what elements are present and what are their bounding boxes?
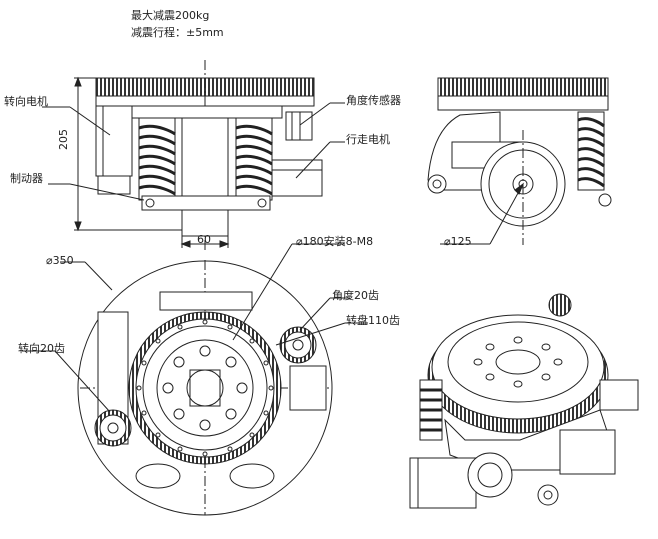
mounting-holes-m8 — [162, 345, 248, 431]
spring-left — [138, 117, 176, 201]
dim-width: 60 — [197, 233, 211, 246]
top-view — [22, 243, 368, 516]
load-note: 最大减震200kg — [131, 9, 210, 22]
front-view — [42, 60, 345, 250]
dim-diameter-350: ⌀350 — [46, 254, 74, 267]
label-steering-gear: 转向20齿 — [18, 342, 65, 355]
dim-diameter-125-value: 125 — [450, 235, 472, 248]
angle-gear-20 — [279, 326, 317, 364]
label-angle-gear: 角度20齿 — [332, 289, 379, 302]
dim-diameter-350-value: 350 — [52, 254, 74, 267]
isometric-view — [409, 293, 639, 509]
steering-gear-20 — [94, 409, 132, 447]
label-steering-motor: 转向电机 — [4, 95, 48, 108]
dim-diameter-180-value: 180安装8-M8 — [302, 235, 374, 248]
spring-right — [235, 117, 273, 201]
outer-bolt-ring — [136, 319, 274, 457]
dim-diameter-125: ⌀125 — [444, 235, 472, 248]
dim-height: 205 — [57, 129, 70, 150]
dim-diameter-180: ⌀180安装8-M8 — [296, 235, 374, 248]
travel-note: 减震行程：±5mm — [131, 26, 224, 39]
side-view — [427, 77, 612, 245]
label-turntable-gear: 转盘110齿 — [346, 314, 400, 327]
label-brake: 制动器 — [10, 172, 43, 185]
label-angle-sensor: 角度传感器 — [346, 94, 401, 107]
label-travel-motor: 行走电机 — [346, 133, 390, 146]
